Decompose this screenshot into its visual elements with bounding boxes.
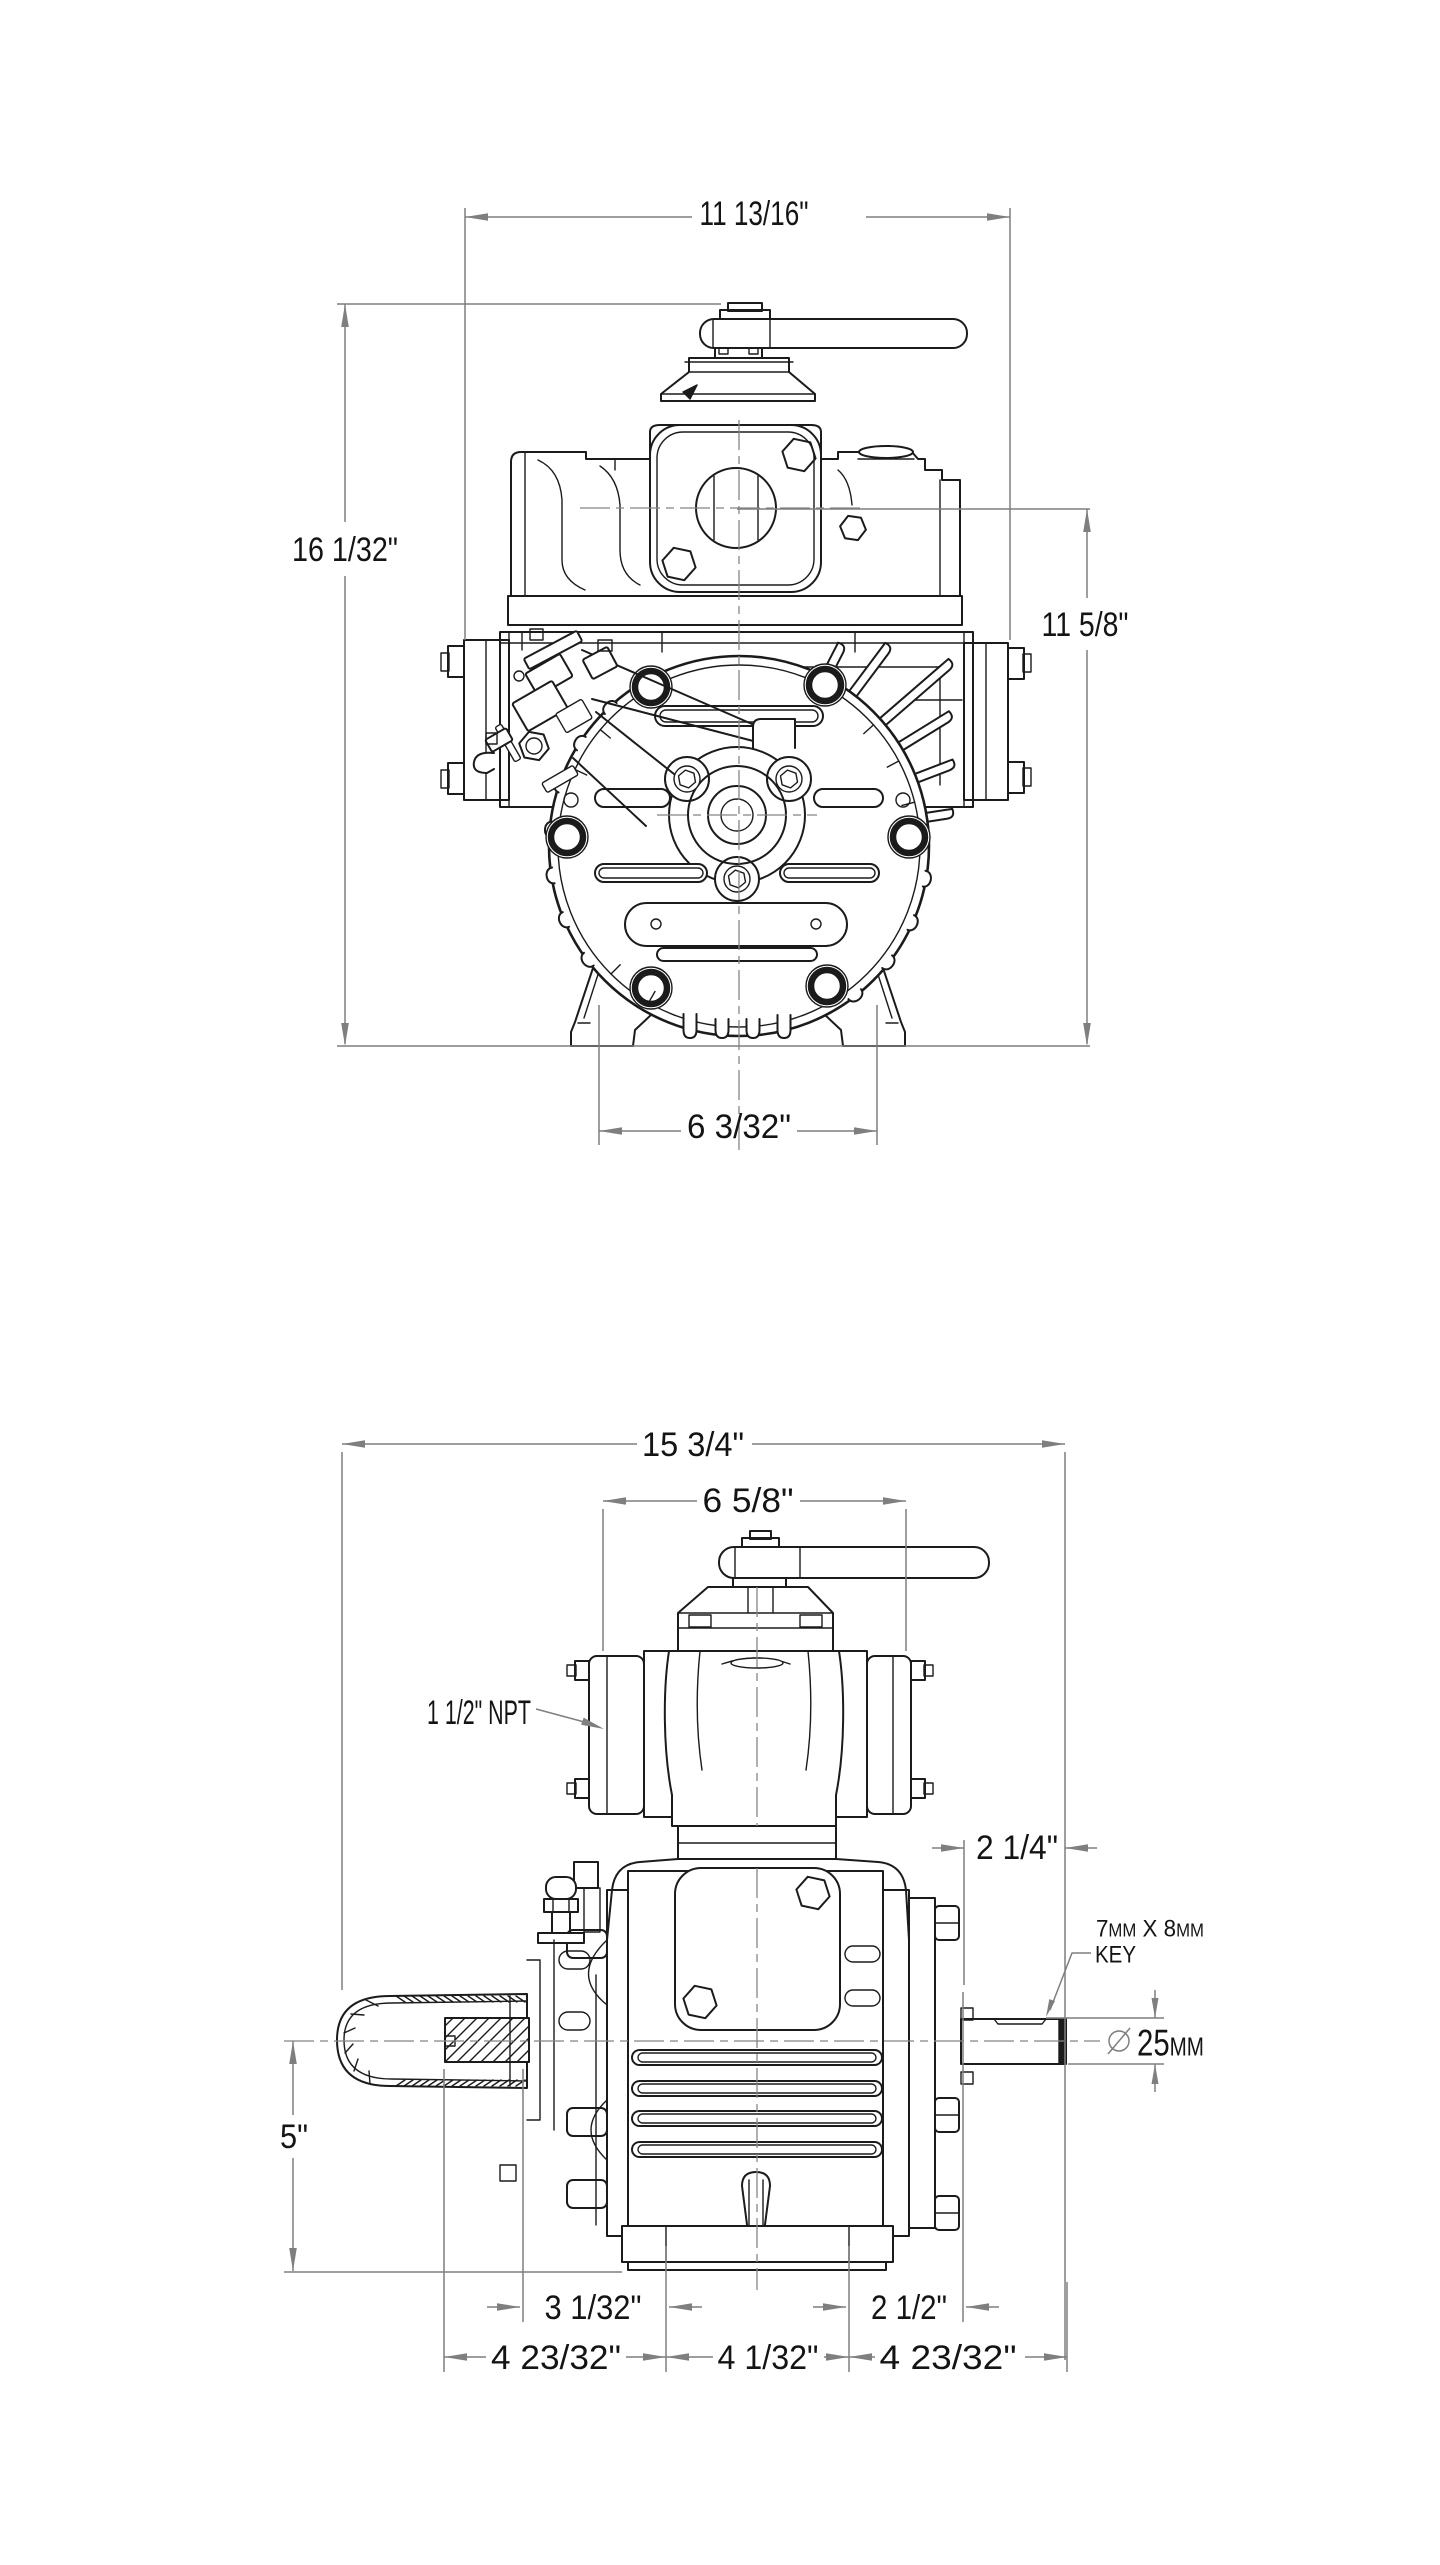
svg-text:4 23/32": 4 23/32" [880, 2339, 1017, 2377]
svg-text:25MM: 25MM [1137, 2022, 1204, 2063]
svg-text:4 23/32": 4 23/32" [491, 2339, 621, 2377]
svg-text:2 1/4": 2 1/4" [976, 1829, 1058, 1867]
svg-text:15 3/4": 15 3/4" [642, 1426, 744, 1464]
svg-text:11 13/16": 11 13/16" [700, 195, 809, 233]
svg-text:11 5/8": 11 5/8" [1042, 606, 1129, 644]
svg-text:2 1/2": 2 1/2" [871, 2289, 947, 2327]
svg-text:7MM X 8MM: 7MM X 8MM [1096, 1916, 1204, 1943]
svg-text:1 1/2" NPT: 1 1/2" NPT [427, 1694, 531, 1732]
svg-text:6 5/8": 6 5/8" [703, 1482, 794, 1520]
svg-text:KEY: KEY [1095, 1942, 1136, 1969]
svg-text:6 3/32": 6 3/32" [687, 1108, 791, 1146]
svg-text:4 1/32": 4 1/32" [718, 2339, 819, 2377]
svg-text:5": 5" [280, 2118, 308, 2156]
svg-text:16 1/32": 16 1/32" [292, 531, 398, 569]
svg-text:3 1/32": 3 1/32" [545, 2289, 642, 2327]
